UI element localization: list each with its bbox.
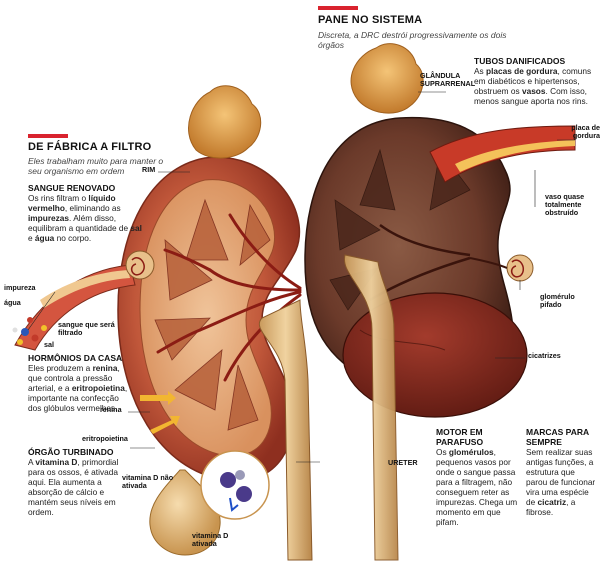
motor-text: Os glomérulos, pequenos vasos por onde o… [436, 447, 518, 527]
sangue-heading: SANGUE RENOVADO [28, 183, 116, 193]
motor-heading: MOTOR EM PARAFUSO [436, 427, 484, 447]
orgao-text: A vitamina D, primordial para os ossos, … [28, 457, 119, 517]
label-vitd-nao-ativada: vitamina D não ativada [122, 473, 174, 490]
label-cicatrizes: cicatrizes [528, 351, 561, 360]
label-renina: renina [100, 405, 122, 414]
hormonios-text: Eles produzem a renina, que controla a p… [28, 363, 128, 413]
left-title: DE FÁBRICA A FILTRO [28, 141, 152, 153]
tubos-block: TUBOS DANIFICADOS As placas de gordura, … [474, 56, 594, 106]
label-vaso: vaso quase totalmente obstruído [545, 192, 585, 217]
label-glandula: GLÂNDULA SUPRARRENAL [420, 71, 476, 88]
label-rim: RIM [142, 165, 156, 174]
hormonios-block: HORMÔNIOS DA CASA Eles produzem a renina… [28, 353, 128, 413]
vitamin-d-drop [149, 450, 270, 556]
hormone-arrows [140, 391, 180, 434]
sick-kidney [304, 116, 528, 561]
label-vitd-ativada: vitamina D ativada [192, 531, 229, 548]
label-impureza: impureza [4, 283, 36, 292]
orgao-block: ÓRGÃO TURBINADO A vitamina D, primordial… [28, 447, 120, 517]
label-placa: placa de gordura [571, 123, 600, 140]
hormonios-heading: HORMÔNIOS DA CASA [28, 353, 123, 363]
label-agua: água [4, 298, 21, 307]
healthy-adrenal [188, 85, 262, 159]
tubos-heading: TUBOS DANIFICADOS [474, 56, 566, 66]
sangue-text: Os rins filtram o líquido vermelho, elim… [28, 193, 142, 243]
motor-block: MOTOR EM PARAFUSO Os glomérulos, pequeno… [436, 427, 522, 527]
orgao-heading: ÓRGÃO TURBINADO [28, 447, 114, 457]
right-subtitle: Discreta, a DRC destrói progressivamente… [318, 30, 507, 50]
left-subtitle: Eles trabalham muito para manter o seu o… [28, 156, 164, 176]
label-ureter: URETER [388, 458, 418, 467]
label-glomerulo: glomérulo pifado [540, 292, 575, 309]
label-sal: sal [44, 340, 54, 349]
label-sangue-filtrado: sangue que será filtrado [58, 320, 115, 337]
marcas-heading: MARCAS PARA SEMPRE [526, 427, 589, 447]
sick-adrenal [350, 43, 424, 114]
filtration-tube [12, 250, 155, 351]
fat-plaque [455, 140, 575, 172]
sangue-block: SANGUE RENOVADO Os rins filtram o líquid… [28, 183, 146, 243]
marcas-text: Sem realizar suas antigas funções, a est… [526, 447, 596, 517]
label-eritropoietina: eritropoietina [82, 434, 128, 443]
leader-lines [27, 91, 575, 463]
marcas-block: MARCAS PARA SEMPRE Sem realizar suas ant… [526, 427, 596, 517]
right-title: PANE NO SISTEMA [318, 14, 423, 26]
left-accent-rule [28, 134, 68, 138]
right-accent-rule [318, 6, 358, 10]
tubos-text: As placas de gordura, comuns em diabétic… [474, 66, 592, 106]
